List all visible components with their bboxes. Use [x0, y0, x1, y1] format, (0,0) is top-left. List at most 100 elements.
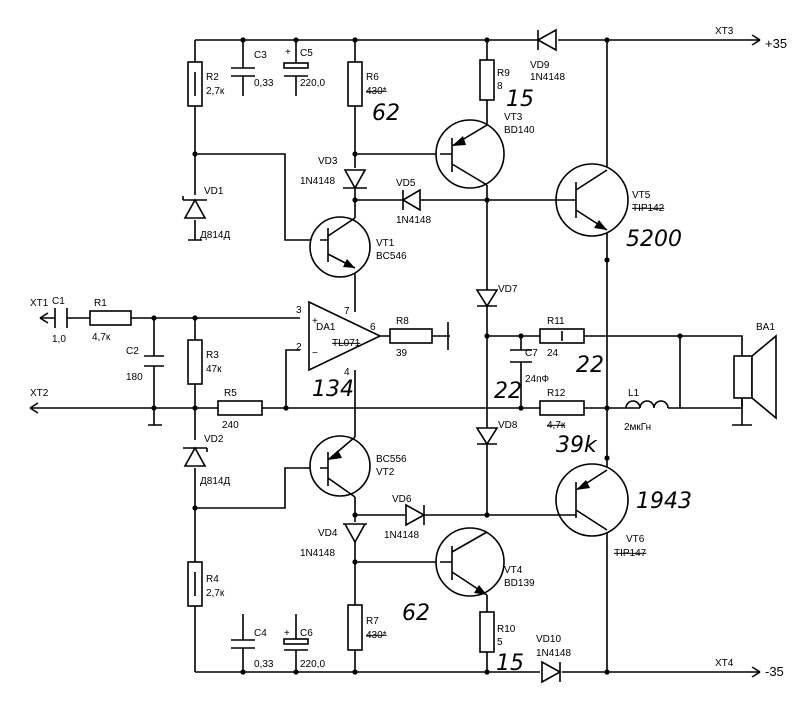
capacitor-c1: C1 1,0 — [52, 296, 68, 345]
svg-text:240: 240 — [222, 420, 239, 431]
capacitor-c4: C4 0,33 — [231, 628, 274, 670]
svg-text:220,0: 220,0 — [300, 78, 325, 89]
svg-text:R9: R9 — [497, 68, 510, 79]
svg-text:1,0: 1,0 — [52, 334, 66, 345]
svg-text:TIP142: TIP142 — [632, 203, 665, 214]
diode-vd7: VD7 — [475, 284, 518, 308]
svg-text:VT4: VT4 — [504, 565, 523, 576]
svg-text:C4: C4 — [254, 628, 267, 639]
svg-text:L1: L1 — [628, 388, 640, 399]
svg-text:0,33: 0,33 — [254, 659, 274, 670]
svg-text:220,0: 220,0 — [300, 659, 325, 670]
diode-vd6: VD6 1N4148 — [384, 494, 426, 541]
svg-text:XT2: XT2 — [30, 388, 49, 399]
capacitor-c5: + C5 220,0 — [283, 47, 325, 89]
svg-text:5: 5 — [497, 637, 503, 648]
transistor-vt6: VT6 TIP147 — [555, 463, 647, 559]
svg-text:+: + — [285, 47, 291, 58]
svg-text:8: 8 — [497, 81, 503, 92]
capacitor-c7: C7 24пФ — [510, 348, 550, 385]
svg-text:R5: R5 — [224, 388, 237, 399]
svg-text:R8: R8 — [396, 316, 409, 327]
svg-text:−: − — [312, 348, 318, 359]
svg-text:24: 24 — [547, 348, 559, 359]
svg-text:VD9: VD9 — [530, 60, 550, 71]
svg-text:0,33: 0,33 — [254, 78, 274, 89]
terminal-xt4: XT4 -35 — [715, 658, 784, 679]
svg-text:R12: R12 — [547, 388, 566, 399]
svg-text:1N4148: 1N4148 — [384, 530, 419, 541]
svg-text:VD10: VD10 — [536, 634, 561, 645]
svg-text:C5: C5 — [300, 48, 313, 59]
svg-text:BC556: BC556 — [376, 454, 407, 465]
diode-vd5: VD5 1N4148 — [396, 178, 431, 226]
handwritten-notes: 62 15 5200 22 22 134 39k 1943 62 15 — [312, 87, 692, 676]
resistor-r8: R8 39 — [389, 316, 433, 359]
terminal-xt1: XT1 — [30, 298, 49, 324]
diode-vd8: VD8 — [475, 420, 518, 446]
diode-vd9: VD9 1N4148 — [530, 28, 565, 83]
svg-text:VT3: VT3 — [504, 112, 523, 123]
resistor-r1: R1 4,7к — [89, 298, 132, 343]
svg-text:24пФ: 24пФ — [525, 374, 550, 385]
resistor-r4: R4 2,7к — [187, 561, 225, 607]
svg-text:XT4: XT4 — [715, 658, 734, 669]
svg-text:VD4: VD4 — [318, 528, 338, 539]
resistor-r11: R11 24 — [539, 316, 585, 359]
inductor-l1: L1 2мкГн — [624, 388, 669, 433]
svg-text:VT5: VT5 — [632, 190, 651, 201]
svg-text:VD7: VD7 — [498, 284, 518, 295]
svg-text:5200: 5200 — [626, 227, 682, 252]
svg-text:C7: C7 — [525, 348, 538, 359]
svg-text:47к: 47к — [206, 364, 222, 375]
diode-vd3: VD3 1N4148 — [300, 156, 367, 190]
svg-text:VT1: VT1 — [376, 238, 395, 249]
transistor-vt5: VT5 TIP142 — [555, 163, 665, 237]
svg-text:R6: R6 — [366, 72, 379, 83]
svg-text:22: 22 — [576, 353, 604, 378]
svg-text:VD1: VD1 — [204, 186, 224, 197]
svg-text:XT3: XT3 — [715, 26, 734, 37]
resistor-r5: R5 240 — [217, 388, 263, 431]
svg-text:6: 6 — [370, 322, 376, 333]
resistor-r7: R7 430* — [347, 604, 387, 651]
capacitor-c6: + C6 220,0 — [283, 628, 325, 670]
svg-text:R7: R7 — [366, 616, 379, 627]
capacitor-c3: C3 0,33 — [231, 50, 274, 89]
svg-text:TIP147: TIP147 — [614, 548, 647, 559]
svg-text:62: 62 — [372, 101, 400, 126]
svg-text:VT6: VT6 — [626, 534, 645, 545]
svg-text:3: 3 — [296, 305, 302, 316]
svg-text:BD139: BD139 — [504, 578, 535, 589]
svg-text:62: 62 — [402, 601, 430, 626]
transistor-vt1: VT1 BC546 — [309, 216, 407, 278]
transistor-vt4: VT4 BD139 — [435, 527, 535, 597]
svg-text:Д814Д: Д814Д — [200, 476, 230, 487]
transistor-vt3: VT3 BD140 — [435, 112, 535, 189]
resistor-r3: R3 47к — [187, 339, 222, 385]
svg-text:15: 15 — [506, 87, 534, 112]
svg-text:BC546: BC546 — [376, 251, 407, 262]
svg-text:VT2: VT2 — [376, 467, 395, 478]
svg-text:4,7к: 4,7к — [92, 332, 111, 343]
speaker-ba1: BA1 — [733, 322, 777, 420]
zener-vd1: VD1 Д814Д — [182, 186, 230, 241]
resistor-r6: R6 430* — [347, 61, 387, 107]
svg-text:1N4148: 1N4148 — [530, 72, 565, 83]
svg-text:R3: R3 — [206, 350, 219, 361]
svg-text:1N4148: 1N4148 — [396, 215, 431, 226]
terminal-xt2: XT2 — [29, 388, 49, 414]
terminal-xt3: XT3 +35 — [715, 26, 787, 51]
svg-text:39k: 39k — [556, 433, 598, 458]
svg-text:1N4148: 1N4148 — [300, 548, 335, 559]
svg-text:7: 7 — [344, 306, 350, 317]
svg-text:4: 4 — [344, 367, 350, 378]
svg-text:4,7к: 4,7к — [547, 420, 566, 431]
svg-text:1943: 1943 — [636, 489, 692, 514]
svg-text:15: 15 — [496, 651, 524, 676]
svg-text:+: + — [284, 628, 290, 639]
svg-text:2: 2 — [296, 342, 302, 353]
svg-text:VD8: VD8 — [498, 420, 518, 431]
opamp-da1: + − DA1 TL071 3 2 6 7 4 — [296, 300, 382, 378]
svg-text:VD3: VD3 — [318, 156, 338, 167]
